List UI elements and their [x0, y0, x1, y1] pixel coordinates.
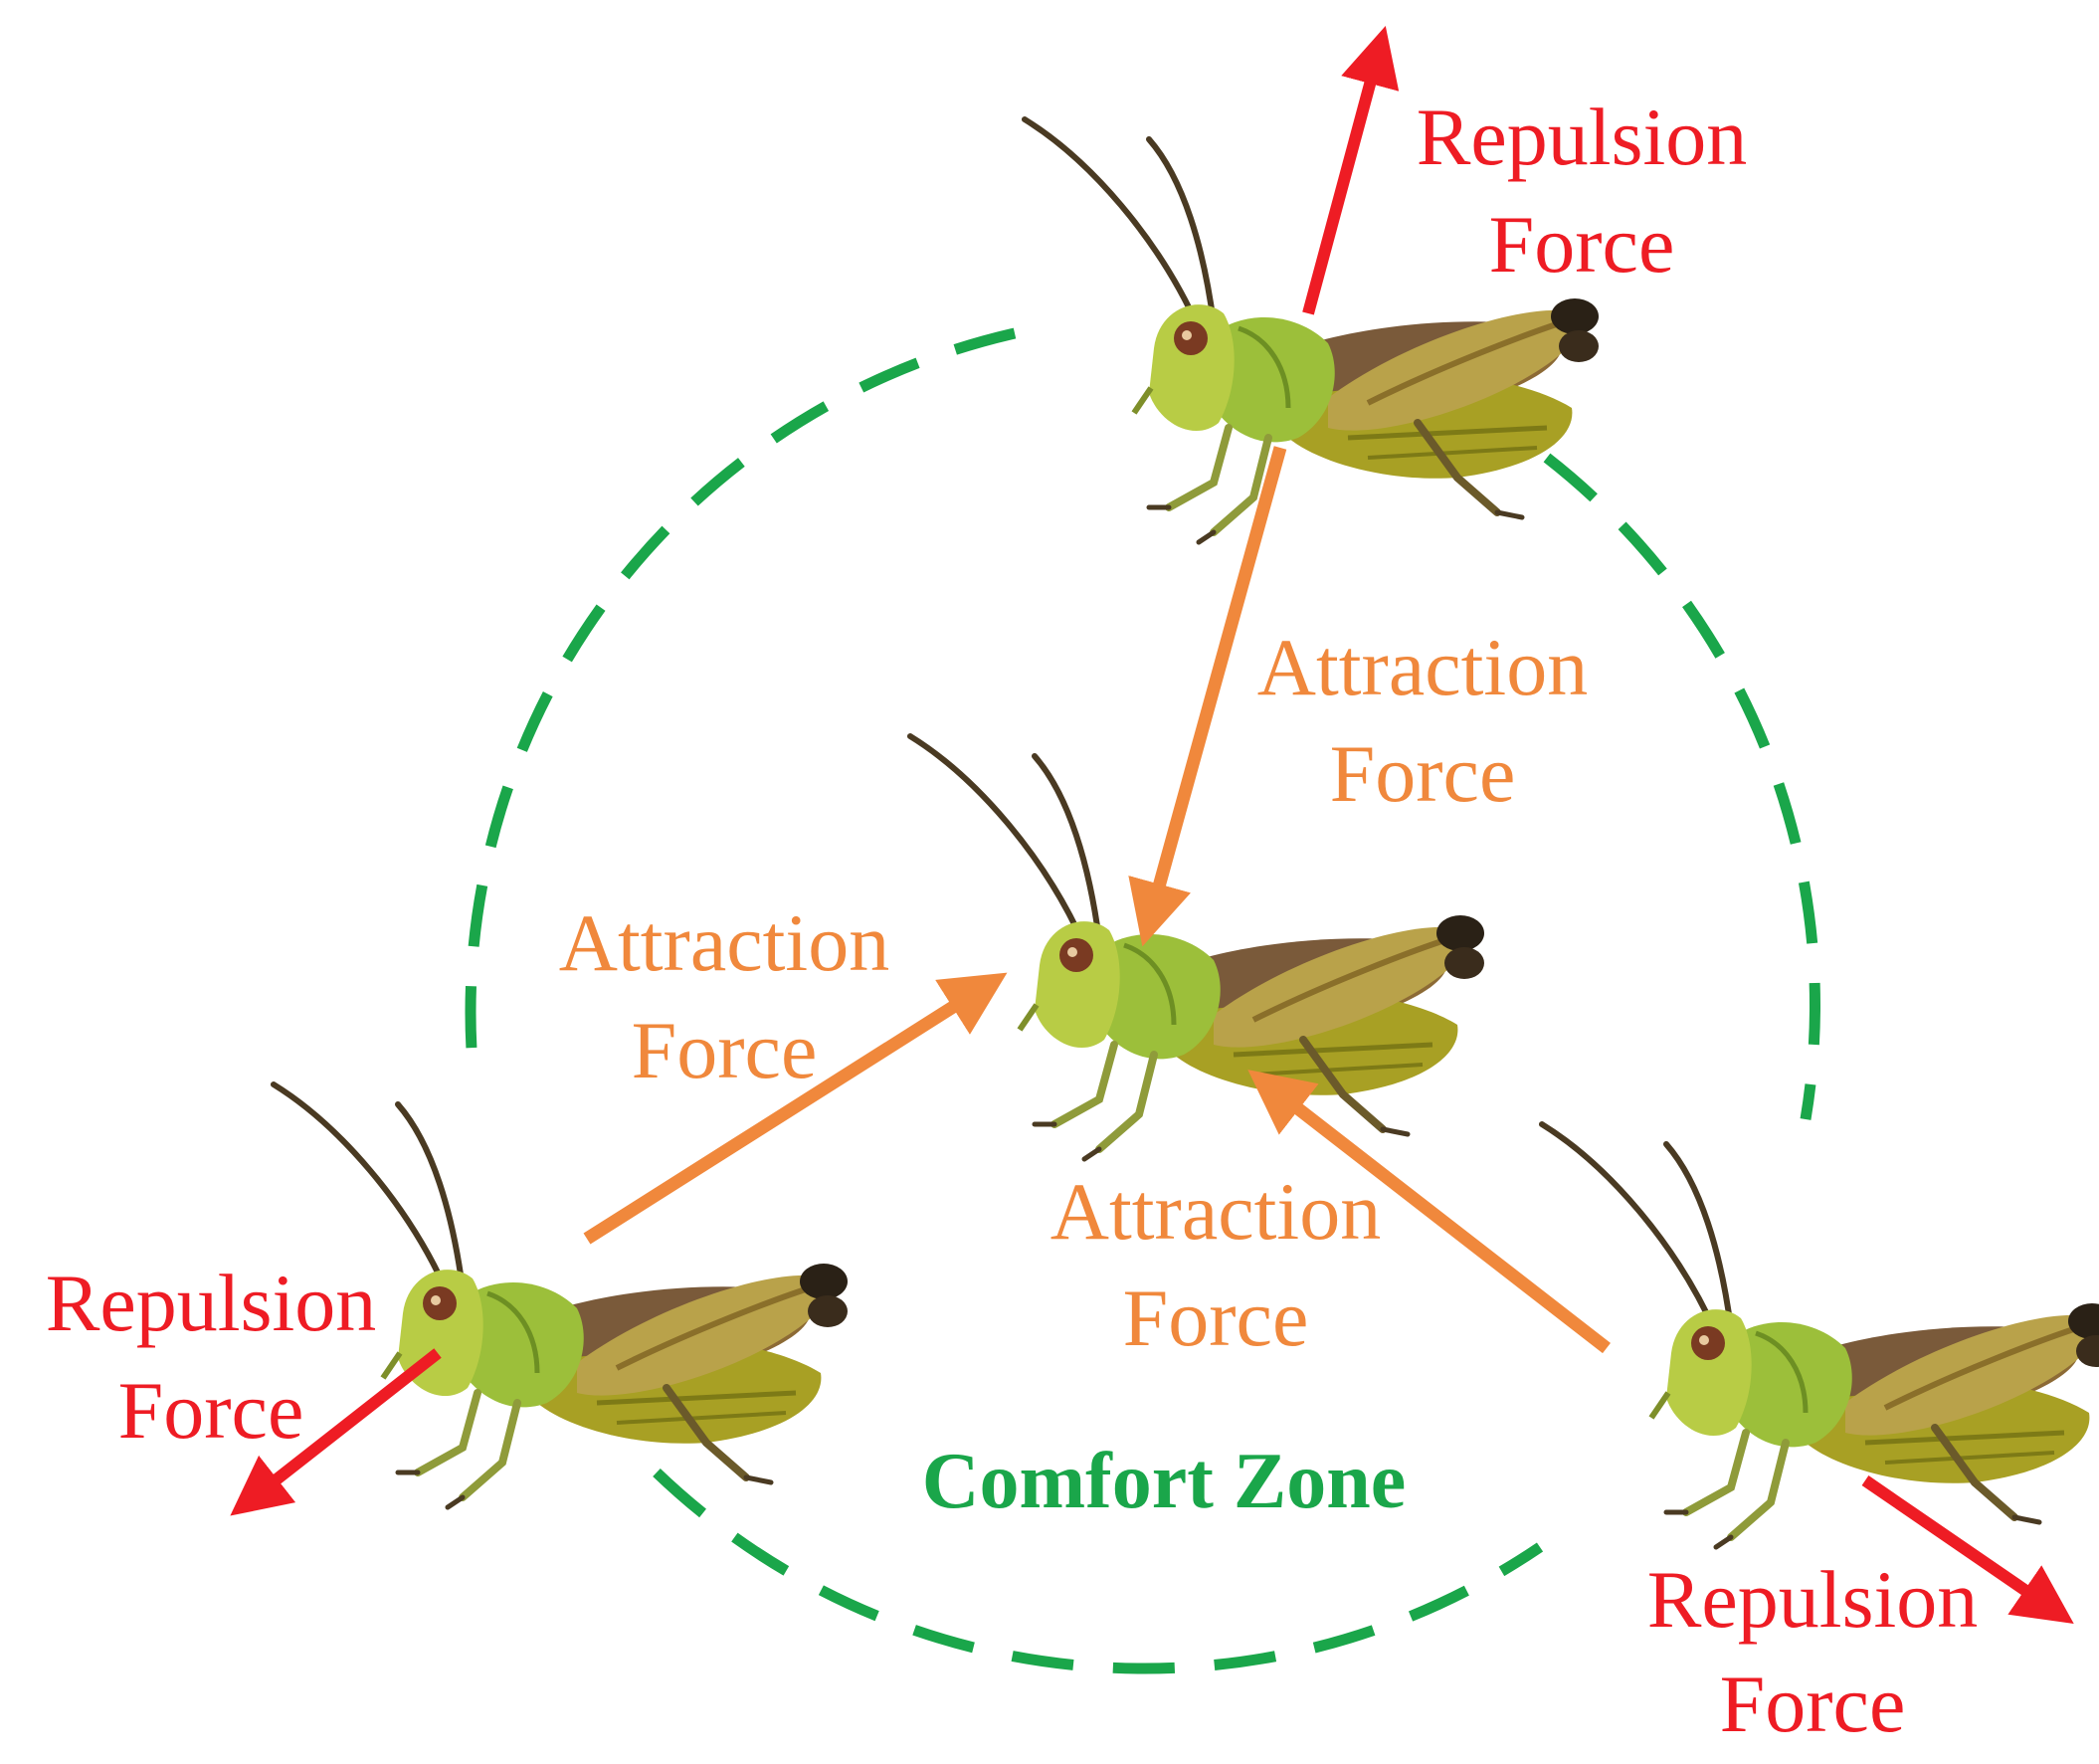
repulsion-arrow-bottom-right [1861, 1475, 2074, 1624]
attraction-label-bottom-line1: Attraction [1050, 1166, 1381, 1257]
grasshopper-bottom-right [1542, 1124, 2099, 1547]
attraction-label-left-line1: Attraction [559, 897, 889, 988]
attraction-label-top-line2: Force [1330, 728, 1516, 819]
comfort-zone-label: Comfort Zone [922, 1438, 1407, 1525]
attraction-label-bottom-line2: Force [1123, 1273, 1309, 1363]
repulsion-label-bottom-right-line2: Force [1720, 1659, 1906, 1749]
repulsion-label-top-line2: Force [1489, 199, 1675, 290]
attraction-arrow-top [1128, 446, 1287, 947]
comfort-zone-boundary [465, 327, 1820, 1674]
repulsion-label-top-line1: Repulsion [1417, 92, 1748, 182]
attraction-arrow-bottom-right [1247, 1070, 1611, 1354]
repulsion-arrow-top [1302, 26, 1400, 315]
attraction-arrow-bottom-left [583, 972, 1008, 1245]
repulsion-label-bottom-right-line1: Repulsion [1647, 1554, 1979, 1645]
attraction-label-left-line2: Force [632, 1005, 818, 1095]
repulsion-label-bottom-left-line1: Repulsion [46, 1258, 377, 1348]
repulsion-label-bottom-left-line2: Force [118, 1365, 304, 1456]
grasshopper-top [1025, 119, 1599, 542]
repulsion-arrow-bottom-left [230, 1348, 442, 1516]
attraction-label-top-line1: Attraction [1257, 622, 1588, 712]
